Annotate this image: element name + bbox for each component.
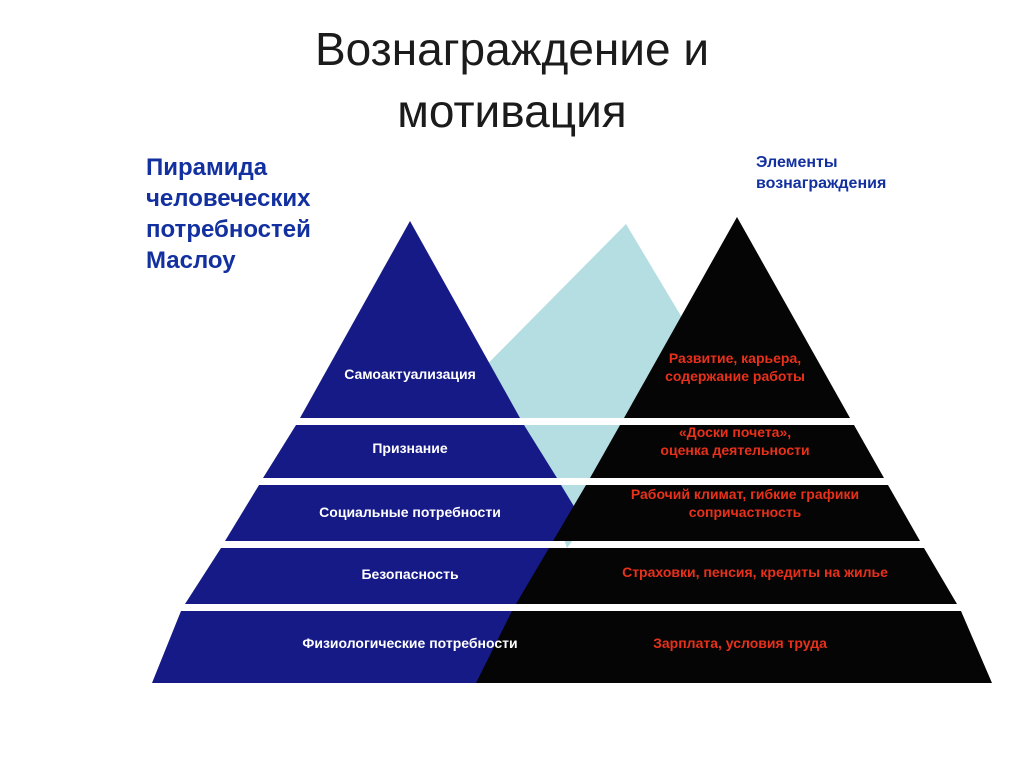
tier-1-reward[interactable] [624,217,850,418]
page-title: Вознаграждение и мотивация [314,23,710,137]
reward-elements-pyramid[interactable] [476,217,992,683]
tier-4-reward[interactable] [516,548,957,604]
maslow-needs-pyramid[interactable] [152,221,668,683]
tier-1-needs[interactable] [300,221,520,418]
tier-2-needs[interactable] [263,425,557,478]
tier-4-needs[interactable] [185,548,635,604]
tier-3-reward[interactable] [553,485,920,541]
tier-5-reward[interactable] [476,611,992,683]
heading-maslow-pyramid: Пирамида человеческих потребностей Масло… [146,154,311,274]
tier-3-needs[interactable] [225,485,595,541]
heading-reward-elements: Элементы вознаграждения [756,154,887,192]
tier-2-reward[interactable] [590,425,884,478]
